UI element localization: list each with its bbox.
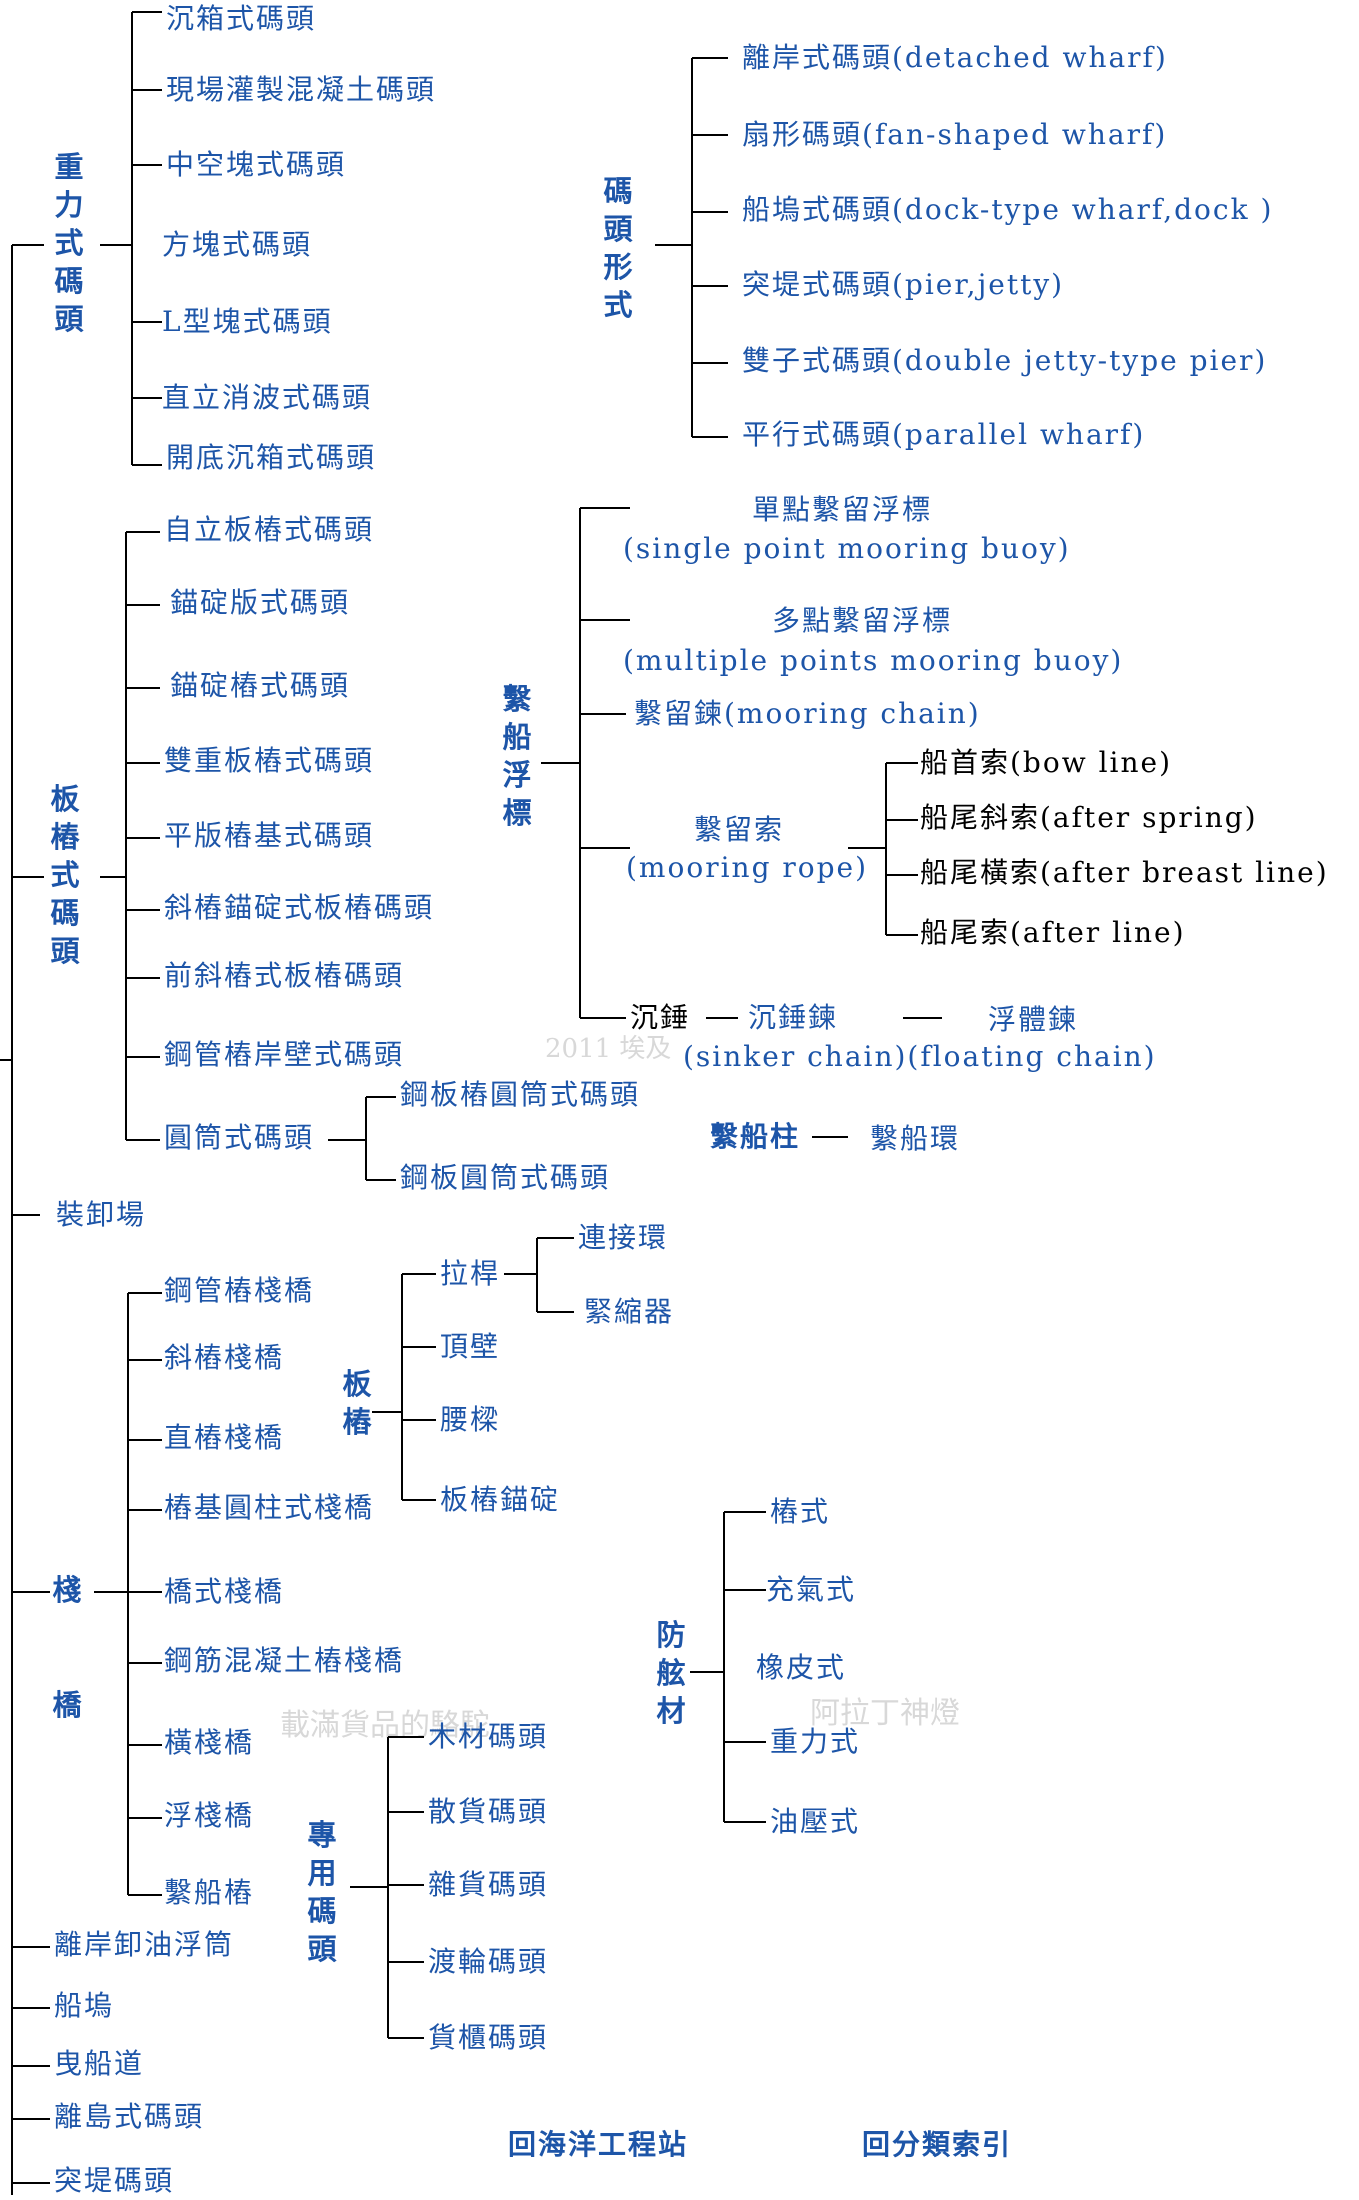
gravity-item: 直立消波式碼頭: [162, 381, 373, 414]
other-item: 曳船道: [54, 2047, 145, 2080]
gravity-item: 開底沉箱式碼頭: [166, 441, 377, 474]
wharf-form-item: 船塢式碼頭(dock-type wharf,dock ): [742, 193, 1274, 226]
sheet-pile-item: 錨碇版式碼頭: [170, 586, 351, 619]
wharf-form-item: 扇形碼頭(fan-shaped wharf): [742, 118, 1168, 151]
category-index-link[interactable]: 回分類索引: [862, 2128, 1013, 2161]
wharf-form-item: 離岸式碼頭(detached wharf): [742, 41, 1168, 74]
tie-rod-item: 連接環: [578, 1221, 669, 1254]
single-point-cn: 單點繫留浮標: [752, 493, 933, 526]
mooring-rope-en: (mooring rope): [626, 851, 869, 884]
gravity-title: 重力式碼頭: [54, 150, 84, 336]
gravity-item: 現場灌製混凝土碼頭: [166, 73, 437, 106]
trestle-item: 鋼管樁棧橋: [164, 1274, 315, 1307]
mooring-rope-cn: 繫留索: [694, 813, 785, 846]
dedicated-item: 貨櫃碼頭: [428, 2021, 549, 2054]
sheet-pile-item: 前斜樁式板樁碼頭: [164, 959, 405, 992]
trestle-item: 鋼筋混凝土樁棧橋: [164, 1644, 405, 1677]
gravity-item: L型塊式碼頭: [162, 305, 333, 338]
ocean-engineering-link[interactable]: 回海洋工程站: [508, 2128, 689, 2161]
sheet-pile-part: 板樁錨碇: [440, 1483, 561, 1516]
sheet-pile-item: 斜樁錨碇式板樁碼頭: [164, 891, 435, 924]
chains-en: (sinker chain)(floating chain): [683, 1040, 1157, 1073]
fender-item: 充氣式: [766, 1573, 857, 1606]
gravity-item: 方塊式碼頭: [162, 228, 313, 261]
bollard-item: 繫船環: [870, 1122, 961, 1155]
multi-point-cn: 多點繫留浮標: [772, 604, 953, 637]
watermark-text: 載滿貨品的駱駝: [280, 1708, 490, 1743]
sheet-pile-part: 拉桿: [440, 1257, 501, 1290]
sheet-pile-item: 錨碇樁式碼頭: [170, 669, 351, 702]
fender-title: 防舷材: [656, 1618, 686, 1728]
fender-item: 橡皮式: [756, 1651, 847, 1684]
sheet-pile-item: 雙重板樁式碼頭: [164, 744, 375, 777]
sinker-chain: 沉錘鍊: [748, 1001, 839, 1034]
wharf-form-item: 雙子式碼頭(double jetty-type pier): [742, 344, 1268, 377]
sinker-label: 沉錘: [630, 1001, 691, 1034]
bollard-title: 繫船柱: [710, 1120, 801, 1153]
dedicated-item: 渡輪碼頭: [428, 1945, 549, 1978]
trestle-item: 橫棧橋: [164, 1726, 255, 1759]
cylinder-item: 鋼板樁圓筒式碼頭: [400, 1078, 641, 1111]
sheet-pile-item: 圓筒式碼頭: [164, 1121, 315, 1154]
other-item: 突堤碼頭: [54, 2164, 175, 2197]
tie-rod-item: 緊縮器: [584, 1295, 675, 1328]
other-item: 船塢: [54, 1989, 115, 2022]
single-point-en: (single point mooring buoy): [623, 532, 1071, 565]
sheet-pile-item: 平版樁基式碼頭: [164, 819, 375, 852]
watermark-text: 阿拉丁神燈: [810, 1696, 960, 1731]
mooring-buoy-title: 繫船浮標: [502, 682, 532, 830]
multi-point-en: (multiple points mooring buoy): [623, 644, 1124, 677]
gravity-item: 中空塊式碼頭: [166, 148, 347, 181]
fender-item: 油壓式: [770, 1805, 861, 1838]
sheet-pile-title: 板樁式碼頭: [50, 782, 80, 968]
floating-chain: 浮體鍊: [988, 1003, 1079, 1036]
dedicated-item: 雜貨碼頭: [428, 1868, 549, 1901]
mooring-chain: 繫留鍊(mooring chain): [634, 697, 981, 730]
sheet-pile-parts-title: 板樁: [342, 1367, 372, 1439]
rope-item: 船尾橫索(after breast line): [920, 856, 1329, 889]
gravity-item: 沉箱式碼頭: [166, 2, 317, 35]
trestle-item: 浮棧橋: [164, 1799, 255, 1832]
other-item: 離岸卸油浮筒: [54, 1928, 235, 1961]
fender-item: 重力式: [770, 1725, 861, 1758]
trestle-title: 棧橋: [52, 1573, 82, 1722]
trestle-item: 直樁棧橋: [164, 1421, 285, 1454]
dedicated-title: 專用碼頭: [307, 1818, 337, 1966]
rope-item: 船首索(bow line): [920, 746, 1173, 779]
watermark-text: 2011 埃及: [545, 1034, 672, 1064]
rope-item: 船尾斜索(after spring): [920, 801, 1258, 834]
trestle-item: 橋式棧橋: [164, 1575, 285, 1608]
sheet-pile-item: 自立板樁式碼頭: [164, 513, 375, 546]
trestle-item: 繫船樁: [164, 1876, 255, 1909]
sheet-pile-part: 頂壁: [440, 1330, 501, 1363]
dedicated-item: 散貨碼頭: [428, 1795, 549, 1828]
dedicated-item: 木材碼頭: [428, 1720, 549, 1753]
sheet-pile-part: 腰樑: [440, 1403, 501, 1436]
sheet-pile-item: 鋼管樁岸壁式碼頭: [164, 1038, 405, 1071]
handling-area: 裝卸場: [56, 1198, 147, 1231]
wharf-form-item: 突堤式碼頭(pier,jetty): [742, 268, 1065, 301]
trestle-item: 斜樁棧橋: [164, 1341, 285, 1374]
rope-item: 船尾索(after line): [920, 916, 1186, 949]
wharf-form-item: 平行式碼頭(parallel wharf): [742, 418, 1146, 451]
fender-item: 樁式: [770, 1495, 831, 1528]
trestle-item: 樁基圓柱式棧橋: [164, 1491, 375, 1524]
wharf-form-title: 碼頭形式: [603, 174, 633, 322]
cylinder-item: 鋼板圓筒式碼頭: [400, 1161, 611, 1194]
other-item: 離島式碼頭: [54, 2100, 205, 2133]
